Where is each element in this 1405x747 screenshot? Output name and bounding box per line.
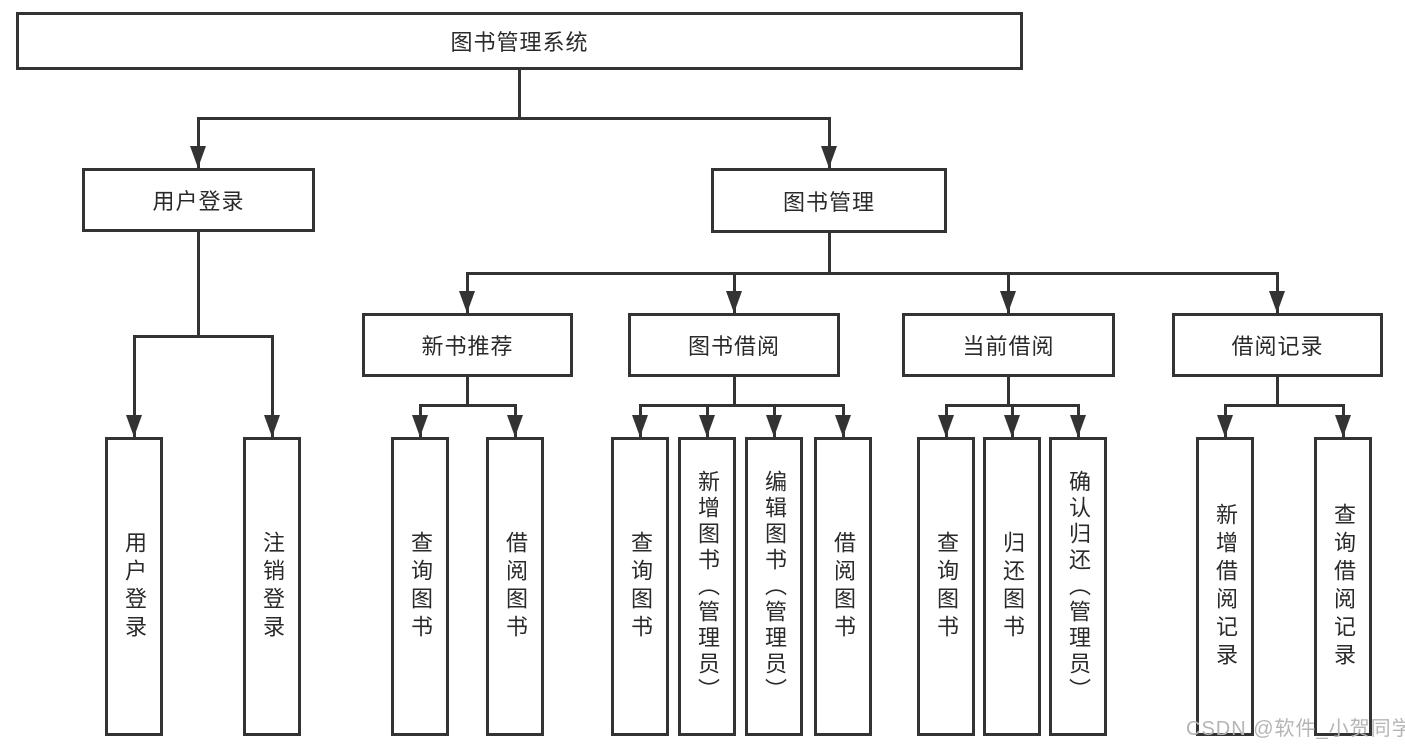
arrow-down-icon xyxy=(1000,291,1016,313)
leaf-current-query-book: 查询图书 xyxy=(917,437,975,736)
connector-vline xyxy=(197,117,200,168)
leaf-add-borrow-record: 新增借阅记录 xyxy=(1196,437,1254,736)
arrow-down-icon xyxy=(1269,291,1285,313)
connector-vline xyxy=(828,117,831,168)
connector-vline xyxy=(518,70,521,118)
arrow-down-icon xyxy=(190,146,206,168)
node-root: 图书管理系统 xyxy=(16,12,1023,70)
arrow-down-icon xyxy=(835,415,851,437)
arrow-down-icon xyxy=(699,415,715,437)
connector-hline xyxy=(419,404,516,407)
connector-vline xyxy=(1276,377,1279,406)
arrow-down-icon xyxy=(938,415,954,437)
connector-hline xyxy=(197,117,830,120)
arrow-down-icon xyxy=(821,146,837,168)
connector-vline xyxy=(197,232,200,337)
arrow-down-icon xyxy=(1217,415,1233,437)
connector-vline xyxy=(271,335,274,437)
node-current-borrow: 当前借阅 xyxy=(902,313,1115,377)
connector-hline xyxy=(639,404,844,407)
connector-vline xyxy=(828,233,831,274)
leaf-confirm-return-admin: 确认归还（管理员） xyxy=(1049,437,1107,736)
arrow-down-icon xyxy=(459,291,475,313)
node-book-management: 图书管理 xyxy=(711,168,947,233)
leaf-rec-borrow-book: 借阅图书 xyxy=(486,437,544,736)
arrow-down-icon xyxy=(726,291,742,313)
leaf-borrow-book: 借阅图书 xyxy=(814,437,872,736)
watermark: CSDN @软件_小贺同学 xyxy=(1186,718,1405,740)
connector-hline xyxy=(133,335,274,338)
leaf-borrow-query-book: 查询图书 xyxy=(611,437,669,736)
connector-hline xyxy=(1224,404,1344,407)
arrow-down-icon xyxy=(412,415,428,437)
connector-vline xyxy=(133,335,136,437)
node-user-login: 用户登录 xyxy=(82,168,315,232)
leaf-return-book: 归还图书 xyxy=(983,437,1041,736)
leaf-query-borrow-record: 查询借阅记录 xyxy=(1314,437,1372,736)
arrow-down-icon xyxy=(1004,415,1020,437)
arrow-down-icon xyxy=(126,415,142,437)
node-borrow-records: 借阅记录 xyxy=(1172,313,1383,377)
arrow-down-icon xyxy=(766,415,782,437)
leaf-add-book-admin: 新增图书（管理员） xyxy=(678,437,736,736)
leaf-logout: 注销登录 xyxy=(243,437,301,736)
arrow-down-icon xyxy=(507,415,523,437)
node-book-borrow: 图书借阅 xyxy=(628,313,840,377)
arrow-down-icon xyxy=(264,415,280,437)
arrow-down-icon xyxy=(632,415,648,437)
arrow-down-icon xyxy=(1070,415,1086,437)
arrow-down-icon xyxy=(1335,415,1351,437)
leaf-rec-query-book: 查询图书 xyxy=(391,437,449,736)
connector-vline xyxy=(733,377,736,406)
connector-vline xyxy=(466,377,469,406)
node-new-book-recommend: 新书推荐 xyxy=(362,313,573,377)
leaf-user-login: 用户登录 xyxy=(105,437,163,736)
connector-vline xyxy=(1007,377,1010,406)
leaf-edit-book-admin: 编辑图书（管理员） xyxy=(745,437,803,736)
connector-hline xyxy=(466,272,1278,275)
